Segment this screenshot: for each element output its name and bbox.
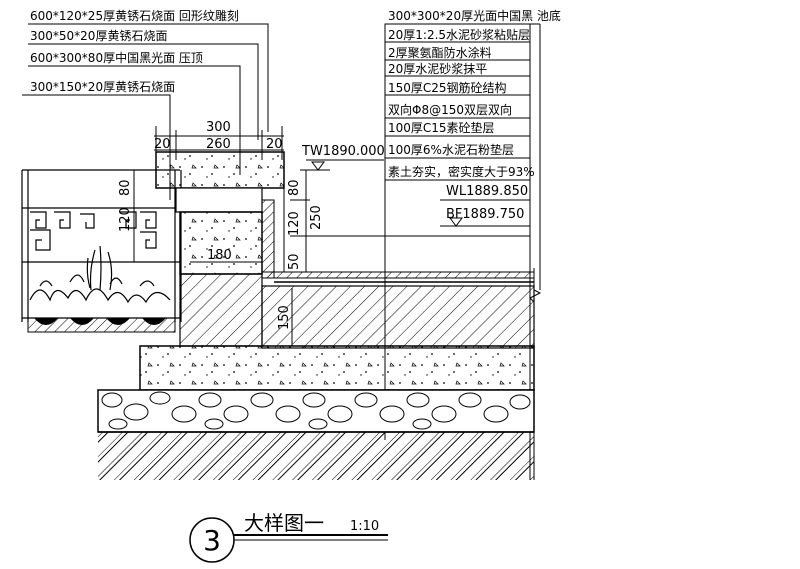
title-number: 3 xyxy=(203,524,221,557)
gravel-layer xyxy=(97,389,535,433)
dim-300: 300 xyxy=(206,120,231,135)
wall-base-scallops xyxy=(34,318,166,325)
wall-core xyxy=(179,211,263,275)
facing-stone-right xyxy=(261,199,275,279)
dimension-lines xyxy=(133,126,530,346)
label-c15-bed: 100厚C15素砼垫层 xyxy=(388,120,495,135)
label-coping: 600*300*80厚中国黑光面 压顶 xyxy=(30,50,203,65)
label-screed: 20厚水泥砂浆抹平 xyxy=(388,61,487,76)
wall-base xyxy=(27,317,176,333)
label-waterproofing: 2厚聚氨酯防水涂料 xyxy=(388,45,492,60)
label-facing-stone: 300*150*20厚黄锈石烧面 xyxy=(30,80,175,94)
dim-20-right: 20 xyxy=(266,137,283,152)
elevation-wl: WL1889.850 xyxy=(446,184,528,199)
dim-150: 150 xyxy=(277,305,292,330)
coping-stone xyxy=(155,151,285,189)
dim-20-left: 20 xyxy=(154,137,171,152)
dim-80-left: 80 xyxy=(118,179,133,196)
break-lines xyxy=(529,268,542,480)
wall-footing xyxy=(179,273,263,347)
title-text: 大样图一 xyxy=(244,511,324,535)
compacted-soil xyxy=(98,432,534,480)
label-cap-stone: 600*120*25厚黄锈石烧面 回形纹雕刻 xyxy=(30,8,239,23)
dim-50: 50 xyxy=(287,253,302,270)
dim-120: 120 xyxy=(287,211,302,236)
elevation-bf: BF1889.750 xyxy=(446,207,524,222)
vertical-dimensions: 80 120 80 120 250 50 150 xyxy=(118,179,324,330)
label-rebar: 双向Φ8@150双层双向 xyxy=(388,102,512,117)
wl-marker xyxy=(449,217,463,227)
label-stone-powder: 100厚6%水泥石粉垫层 xyxy=(388,142,514,157)
title-scale: 1:10 xyxy=(350,519,379,534)
label-mortar-bed: 20厚1:2.5水泥砂浆粘贴层 xyxy=(388,27,530,42)
c15-concrete-bed xyxy=(139,345,535,391)
elevation-tw: TW1890.000 xyxy=(301,144,385,159)
gravel-stones xyxy=(101,391,531,430)
tw-marker xyxy=(311,161,325,171)
pool-floor-layers xyxy=(261,271,535,349)
label-facing-stone-thin: 300*50*20厚黄锈石烧面 xyxy=(30,29,167,43)
dim-180: 180 xyxy=(207,248,232,263)
dim-260: 260 xyxy=(206,137,231,152)
dim-80: 80 xyxy=(287,179,302,196)
dim-120-left: 120 xyxy=(118,207,133,232)
label-rc-structure: 150厚C25钢筋砼结构 xyxy=(388,80,507,95)
label-pool-floor-tile: 300*300*20厚光面中国黑 池底 xyxy=(388,8,561,23)
drawing-title: 3 大样图一 1:10 xyxy=(189,511,388,563)
ornamental-wall xyxy=(21,169,182,322)
label-compacted-soil: 素土夯实，密实度大于93% xyxy=(388,164,535,179)
dim-250: 250 xyxy=(309,205,324,230)
cap-stone xyxy=(175,187,263,213)
